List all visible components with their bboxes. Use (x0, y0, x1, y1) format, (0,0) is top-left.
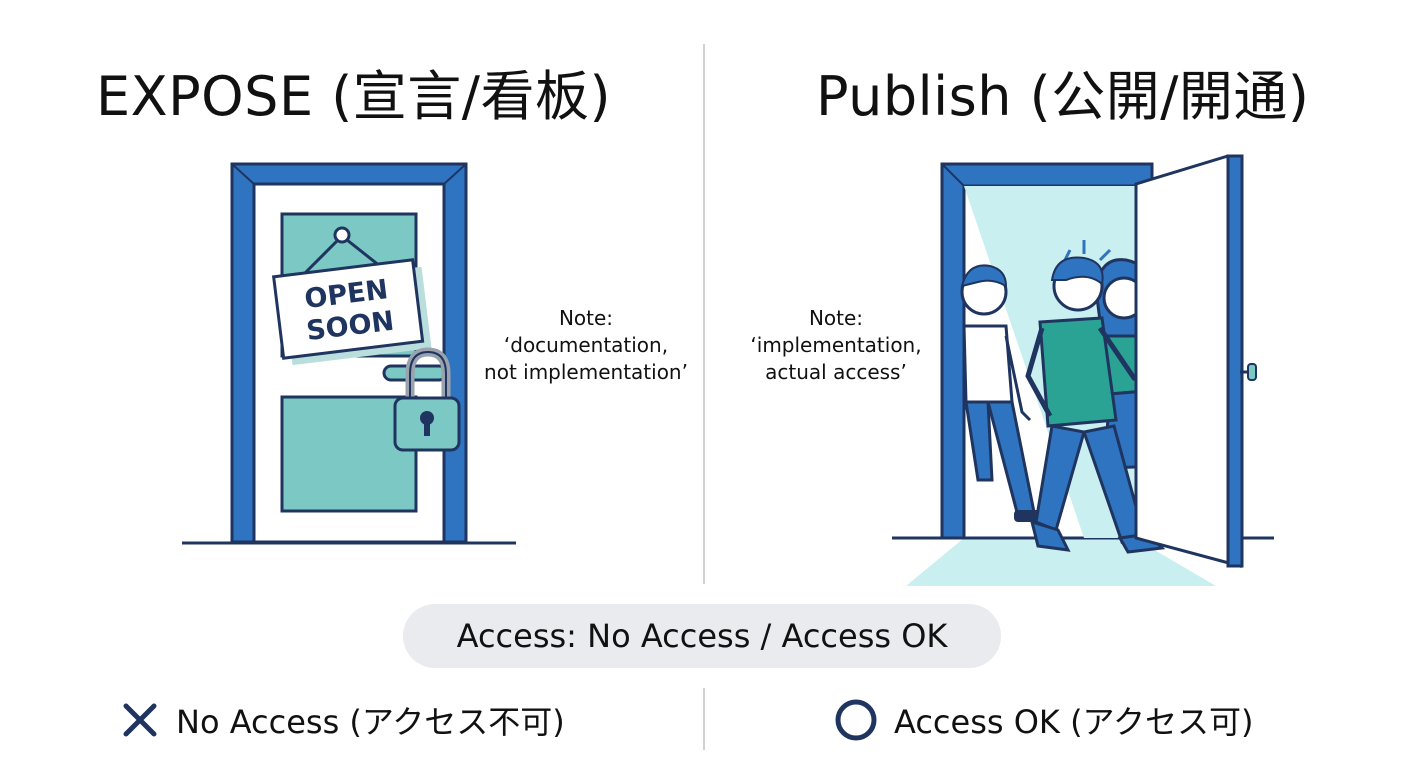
publish-note-line2: ‘implementation, (750, 333, 922, 357)
circle-icon (835, 699, 877, 741)
expose-title: EXPOSE (宣言/看板) (96, 65, 612, 128)
expose-note-line2: ‘documentation, (503, 333, 669, 357)
expose-note-line3: not implementation’ (484, 360, 688, 384)
door-knob (1247, 363, 1257, 381)
publish-note-line1: Note: (808, 306, 864, 330)
access-summary: Access: No Access / Access OK (403, 604, 1001, 668)
open-soon-sign (271, 258, 425, 360)
publish-note: Note: ‘implementation, actual access’ (736, 305, 936, 386)
publish-note-line3: actual access’ (765, 360, 907, 384)
access-ok-label: Access OK (アクセス可) (894, 703, 1254, 741)
cross-icon (123, 703, 157, 737)
expose-note-line1: Note: (558, 306, 614, 330)
sign-nail (333, 226, 351, 244)
open-door-illustration (892, 154, 1274, 586)
open-door-leaf (1134, 154, 1242, 568)
legend-no-access: No Access (アクセス不可) (120, 694, 565, 746)
publish-title: Publish (公開/開通) (816, 65, 1310, 128)
door-handle (382, 364, 448, 382)
expose-note: Note: ‘documentation, not implementation… (470, 305, 702, 386)
closed-door-illustration: OPEN SOON (182, 162, 516, 545)
person-left (960, 264, 1040, 522)
legend-divider (703, 688, 705, 750)
center-divider (703, 44, 705, 584)
door-edge (1226, 154, 1244, 568)
no-access-label: No Access (アクセス不可) (176, 703, 565, 741)
legend-access-ok: Access OK (アクセス可) (834, 694, 1253, 746)
